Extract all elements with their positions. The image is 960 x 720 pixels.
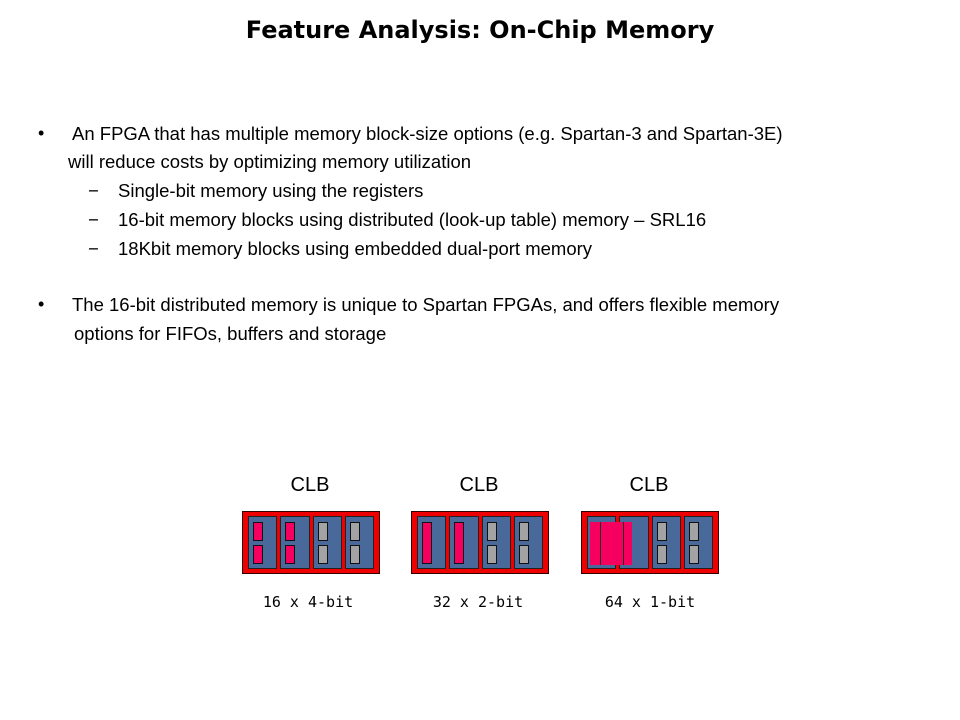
clb-label-3: CLB [629,474,669,496]
dash-icon: − [88,238,99,259]
clb-label-1: CLB [290,474,330,496]
caption-64x1: 64 x 1-bit [604,593,696,611]
unused-memory-cell [656,545,667,564]
sub-bullet-2: 16-bit memory blocks using distributed (… [118,209,707,230]
bullet-icon: • [38,294,45,314]
used-memory-cell [285,522,296,541]
clb-block-16x4 [242,511,380,574]
unused-memory-cell [349,545,360,564]
used-memory-cell [454,522,465,564]
unused-memory-cell [688,545,699,564]
unused-memory-cell [317,545,328,564]
unused-memory-cell [518,522,529,541]
slice [481,516,511,569]
bullet-2-line-2: options for FIFOs, buffers and storage [74,323,387,344]
slice [248,516,278,569]
bullet-icon: • [38,123,45,143]
sub-bullet-3: 18Kbit memory blocks using embedded dual… [118,238,593,259]
unused-memory-cell [317,522,328,541]
bullet-1-line-2: will reduce costs by optimizing memory u… [68,151,472,172]
used-memory-cell [253,522,263,541]
slice [417,516,447,569]
unused-memory-cell [486,545,497,564]
unused-memory-cell [656,522,667,541]
unused-memory-cell [518,545,529,564]
bullet-1-line-1: An FPGA that has multiple memory block-s… [72,123,783,144]
unused-memory-cell [486,522,497,541]
slice [280,516,310,569]
sub-bullet-1: Single-bit memory using the registers [118,180,424,201]
used-memory-cell [253,545,263,564]
unused-memory-cell [349,522,360,541]
clb-block-64x1 [581,511,719,574]
slice [513,516,543,569]
dash-icon: − [88,180,99,201]
slice [683,516,713,569]
caption-16x4: 16 x 4-bit [262,593,354,611]
slice [449,516,479,569]
slice [651,516,681,569]
caption-32x2: 32 x 2-bit [432,593,524,611]
slide-title: Feature Analysis: On-Chip Memory [245,16,715,44]
bullet-2-line-1: The 16-bit distributed memory is unique … [72,294,780,315]
dash-icon: − [88,209,99,230]
merged-memory-block [590,522,632,565]
slice [312,516,342,569]
clb-label-2: CLB [459,474,499,496]
clb-block-32x2 [411,511,549,574]
used-memory-cell [285,545,296,564]
slice [344,516,374,569]
used-memory-cell [422,522,432,564]
unused-memory-cell [688,522,699,541]
